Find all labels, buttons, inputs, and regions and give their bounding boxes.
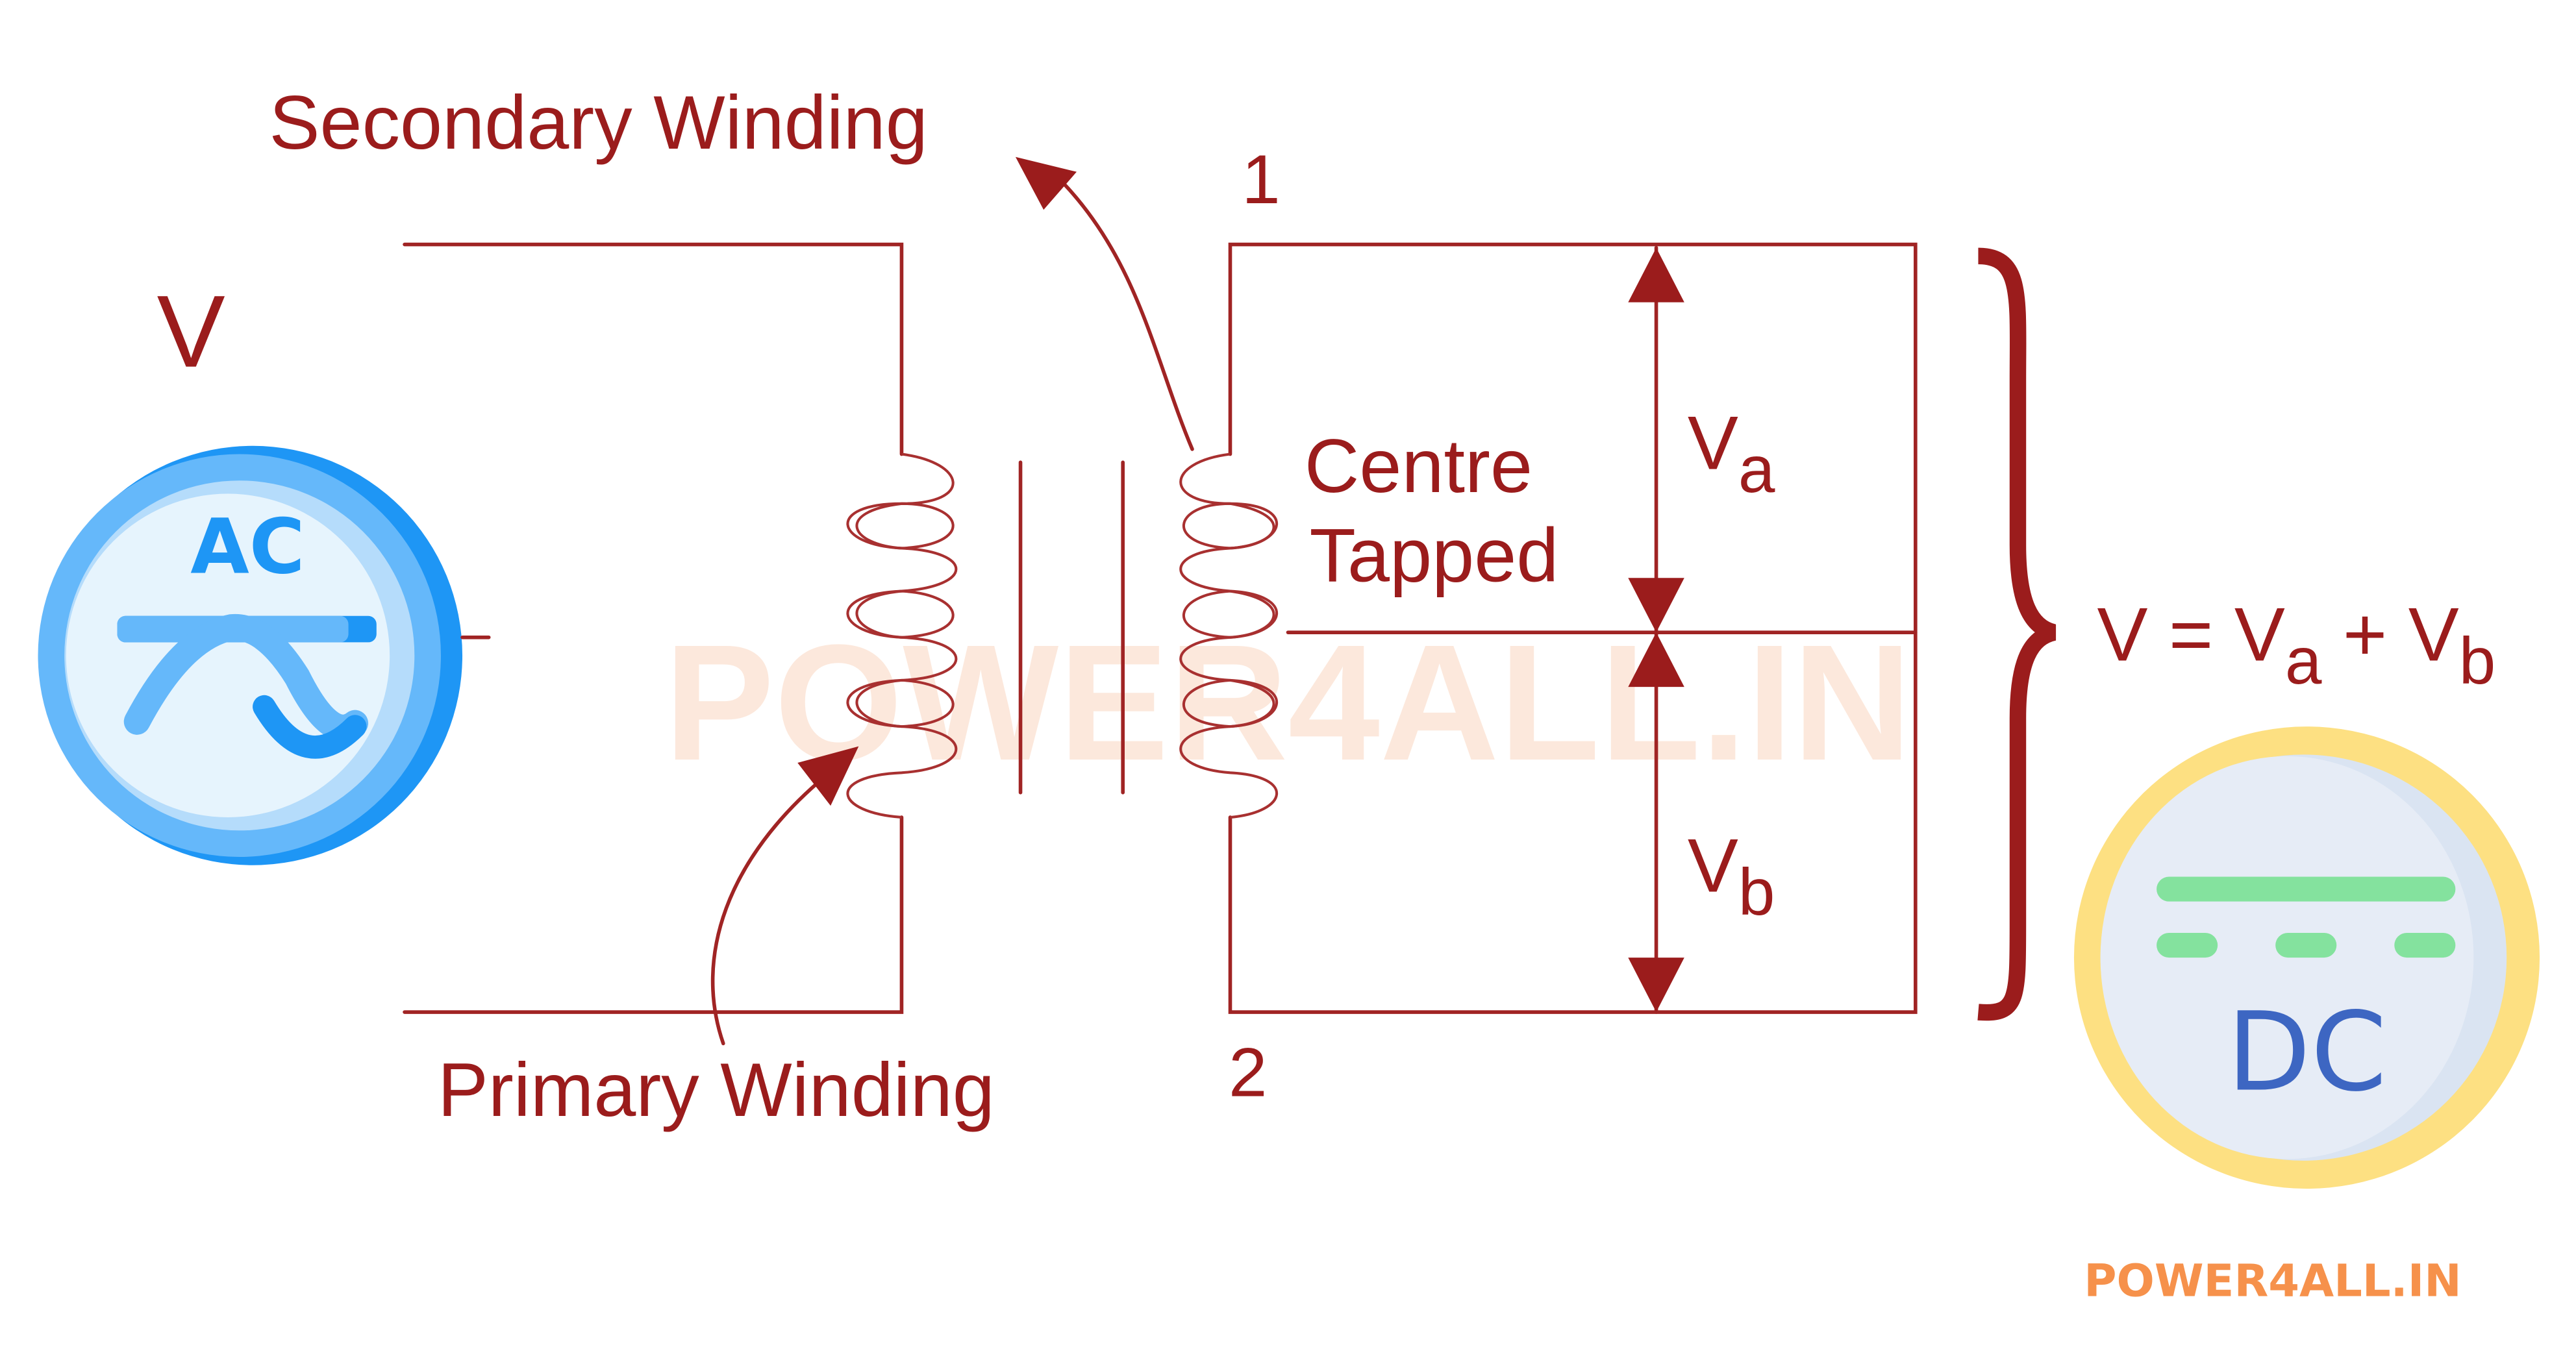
centre-label: Centre bbox=[1305, 423, 1532, 508]
tapped-label: Tapped bbox=[1310, 512, 1559, 597]
primary-pointer-arrow bbox=[710, 774, 828, 1046]
terminal-2-label: 2 bbox=[1229, 1033, 1267, 1111]
voltage-arrows bbox=[1628, 245, 1684, 1014]
secondary-circuit bbox=[1179, 242, 1918, 1014]
secondary-winding-label: Secondary Winding bbox=[269, 80, 928, 165]
input-voltage-label: V bbox=[157, 275, 225, 389]
watermark: POWER4ALL.IN bbox=[664, 610, 1912, 795]
secondary-pointer-arrow bbox=[1063, 183, 1194, 451]
primary-winding-label: Primary Winding bbox=[438, 1047, 995, 1132]
ac-source-icon: AC bbox=[38, 445, 463, 865]
primary-coil bbox=[846, 452, 958, 819]
dc-label: DC bbox=[2227, 989, 2386, 1116]
curly-brace bbox=[1977, 247, 2057, 1021]
brand-logo-text: POWER4ALL.IN bbox=[2084, 1255, 2462, 1307]
terminal-1-label: 1 bbox=[1242, 140, 1280, 218]
secondary-coil bbox=[1179, 452, 1279, 819]
dc-output-icon: DC bbox=[2073, 726, 2540, 1189]
voltage-equation: V = Va + Vb bbox=[2097, 591, 2496, 698]
ac-label: AC bbox=[190, 502, 305, 591]
vb-label: Vb bbox=[1688, 823, 1775, 929]
va-label: Va bbox=[1688, 400, 1775, 506]
primary-circuit bbox=[403, 242, 958, 1014]
